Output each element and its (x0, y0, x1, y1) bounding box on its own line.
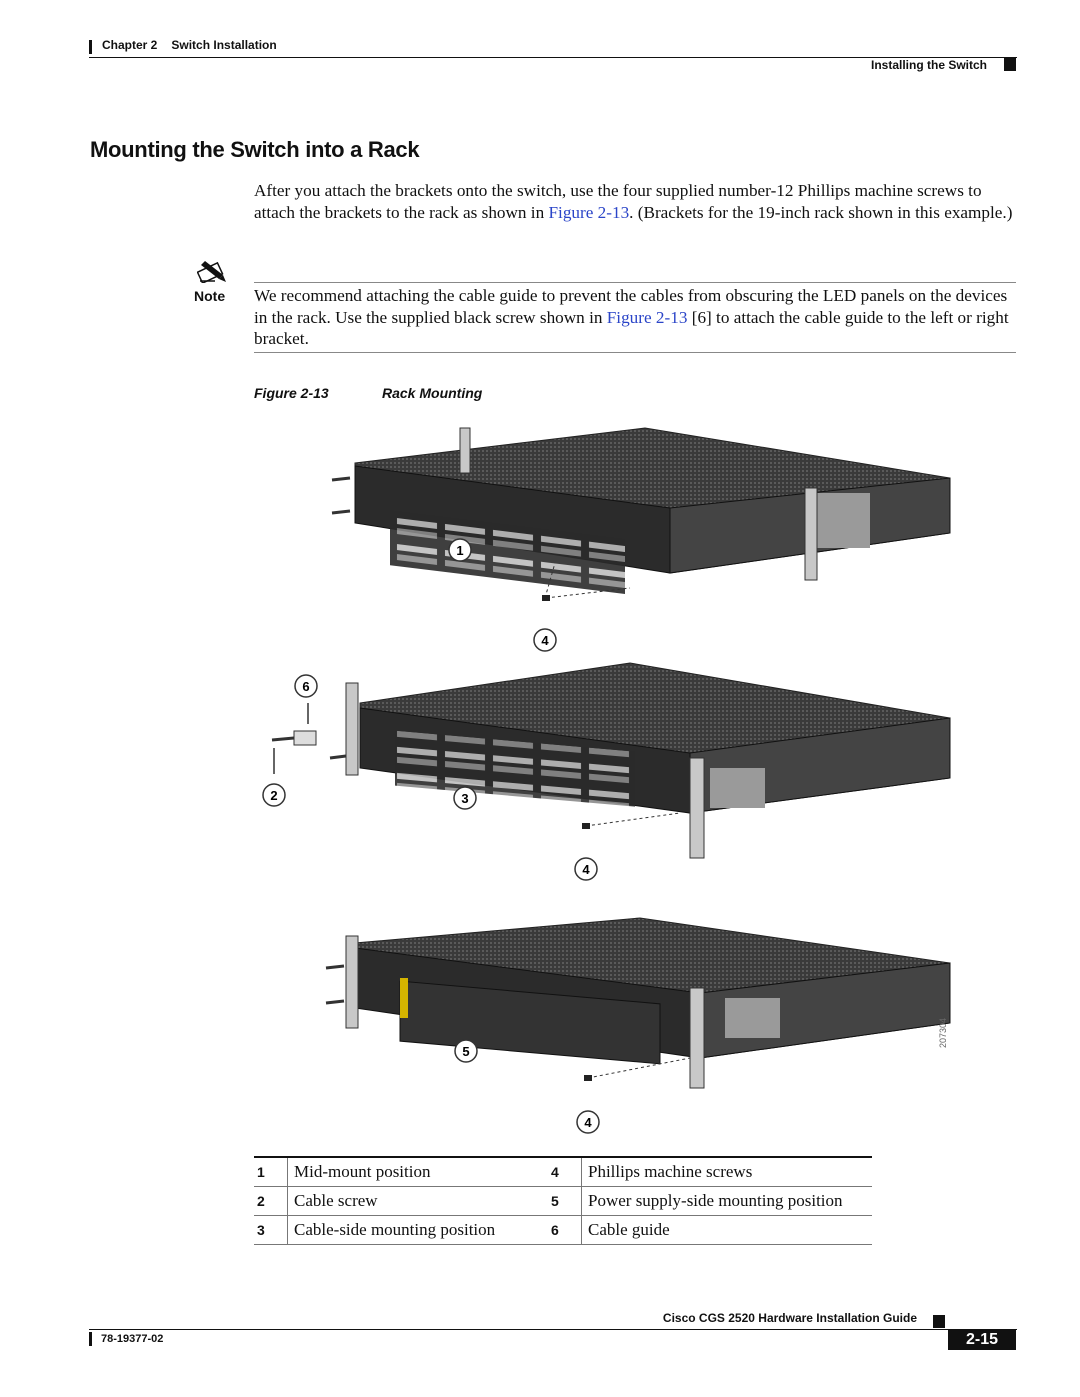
callout-5: 5 (454, 1039, 478, 1063)
header-rule (89, 57, 1017, 58)
body-text-a: After you attach the brackets onto the s… (254, 181, 982, 222)
callout-4-middle: 4 (574, 857, 598, 881)
legend-text: Cable-side mounting position (287, 1215, 548, 1245)
legend-number: 6 (548, 1215, 582, 1245)
footer-guide-title: Cisco CGS 2520 Hardware Installation Gui… (662, 1311, 917, 1325)
note-text: We recommend attaching the cable guide t… (254, 285, 1016, 350)
chapter-title: Switch Installation (171, 38, 277, 52)
legend-number: 1 (254, 1156, 288, 1187)
note-figure-link[interactable]: Figure 2-13 (606, 307, 688, 327)
section-title: Mounting the Switch into a Rack (90, 137, 420, 162)
note-text-a: We recommend attaching the cable guide t… (254, 286, 1008, 327)
figure-caption: Figure 2-13 Rack Mounting (254, 385, 482, 401)
running-header-section: Installing the Switch (870, 58, 987, 72)
legend-row: 3 Cable-side mounting position 6 Cable g… (254, 1215, 872, 1245)
legend-number: 2 (254, 1186, 288, 1216)
figure-title: Rack Mounting (382, 385, 483, 401)
figure-number: Figure 2-13 (254, 385, 329, 401)
legend-row: 2 Cable screw 5 Power supply-side mounti… (254, 1186, 872, 1216)
callout-4-bottom-label: 4 (584, 1115, 592, 1130)
callout-6: 6 (294, 674, 318, 698)
legend-text: Power supply-side mounting position (581, 1186, 872, 1216)
callout-2-label: 2 (270, 788, 277, 803)
figure-legend-table: 1 Mid-mount position 4 Phillips machine … (254, 1156, 872, 1245)
callout-4-top: 4 (533, 628, 557, 652)
switch-cable-side-mount (271, 662, 951, 859)
switch-power-side-mount: 207304 (325, 917, 951, 1089)
rack-mounting-illustration: 1 4 6 2 3 4 (262, 427, 951, 1134)
callout-3-label: 3 (461, 791, 468, 806)
page-number: 2-15 (948, 1330, 1016, 1350)
footer-marker (933, 1315, 945, 1328)
callout-5-label: 5 (462, 1044, 469, 1059)
legend-number: 5 (548, 1186, 582, 1216)
note-label: Note (194, 288, 226, 304)
callout-1-label: 1 (456, 543, 463, 558)
note-pencil-icon (197, 261, 226, 283)
switch-mid-mount (331, 427, 951, 601)
callout-3: 3 (453, 786, 477, 810)
callout-6-label: 6 (302, 679, 309, 694)
footer-doc-number: 78-19377-02 (101, 1333, 164, 1345)
header-bar (89, 40, 92, 54)
running-header-chapter: Chapter 2 Switch Installation (102, 38, 277, 52)
callout-4-top-label: 4 (541, 633, 549, 648)
legend-text: Phillips machine screws (581, 1156, 872, 1187)
callout-4-middle-label: 4 (582, 862, 590, 877)
note-text-b: [6] to attach the cable guide to the lef… (254, 307, 1009, 349)
art-id: 207304 (938, 1018, 948, 1048)
note-rule-top (254, 282, 1016, 283)
note-rule-bottom (254, 352, 1016, 353)
header-marker (1004, 58, 1016, 71)
legend-text: Cable screw (287, 1186, 548, 1216)
legend-text: Mid-mount position (287, 1156, 548, 1187)
legend-text: Cable guide (581, 1215, 872, 1245)
callout-4-bottom: 4 (576, 1110, 600, 1134)
footer-bar (89, 1332, 92, 1346)
body-paragraph: After you attach the brackets onto the s… (254, 180, 1016, 223)
legend-number: 4 (548, 1156, 582, 1187)
legend-number: 3 (254, 1215, 288, 1245)
callout-2: 2 (262, 783, 286, 807)
legend-row: 1 Mid-mount position 4 Phillips machine … (254, 1156, 872, 1187)
body-text-b: . (Brackets for the 19-inch rack shown i… (629, 202, 1013, 222)
chapter-label: Chapter 2 (102, 38, 158, 52)
footer-rule (89, 1329, 1017, 1330)
callout-1: 1 (448, 538, 472, 562)
figure-link[interactable]: Figure 2-13 (548, 202, 630, 222)
